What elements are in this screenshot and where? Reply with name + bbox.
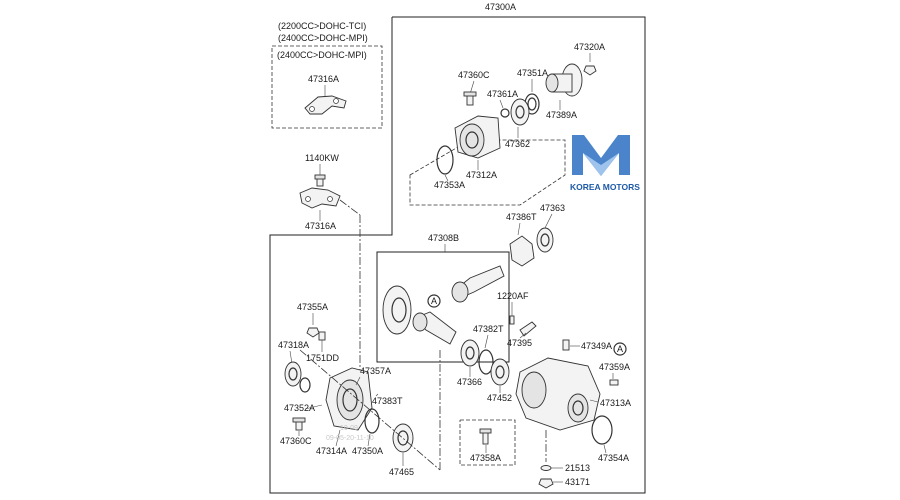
callout-a-gear-text: A — [431, 296, 437, 306]
label-47360c-top: 47360C — [458, 70, 490, 80]
gear-set-box — [376, 251, 510, 363]
callout-a-gear — [427, 294, 441, 308]
nut-47355a — [306, 327, 320, 338]
label-43171: 43171 — [565, 477, 590, 487]
bearing-47465 — [392, 423, 414, 453]
housing-47312a — [454, 115, 501, 159]
bolt-1140kw — [314, 174, 326, 187]
label-47354a: 47354A — [598, 453, 629, 463]
label-47314a: 47314A — [316, 446, 347, 456]
ring-gear — [382, 285, 412, 335]
shaft-part — [412, 311, 457, 345]
upper-housing-group: 47360C 47361A 47351A 47320A 47389A 47362 — [409, 42, 605, 206]
label-47357a: 47357A — [360, 366, 391, 376]
seal-47318a — [284, 361, 302, 387]
label-47360c: 47360C — [280, 436, 312, 446]
label-47353a: 47353A — [434, 180, 465, 190]
engine-note-1: (2200CC>DOHC-TCI) — [278, 21, 366, 31]
callout-a-case-text: A — [617, 344, 623, 354]
engine-note-3: (2400CC>DOHC-MPI) — [277, 50, 367, 60]
plate-47395 — [519, 321, 537, 337]
watermark-1: 10-09 — [340, 425, 358, 432]
label-47366: 47366 — [457, 377, 482, 387]
engine-note-2: (2400CC>DOHC-MPI) — [278, 33, 368, 43]
bracket-part-top — [304, 95, 347, 115]
label-47316a: 47316A — [305, 221, 336, 231]
seal-47366 — [460, 339, 480, 367]
bolt-47358a — [479, 428, 492, 445]
label-21513: 21513 — [565, 463, 590, 473]
bearing-47362 — [510, 98, 530, 126]
seal-47361a — [500, 108, 510, 118]
nut-47320a — [583, 65, 597, 76]
label-47465: 47465 — [389, 467, 414, 477]
bolt-47360c — [292, 417, 306, 431]
bolt-group-box — [459, 419, 516, 466]
label-47359a: 47359A — [599, 362, 630, 372]
plug-47359a — [609, 379, 619, 386]
label-47358a: 47358A — [470, 453, 501, 463]
label-47308b: 47308B — [428, 233, 459, 243]
shim-47386t — [509, 235, 535, 267]
pin-1751dd — [318, 331, 326, 341]
label-47389a: 47389A — [546, 110, 577, 120]
label-47363: 47363 — [540, 203, 565, 213]
oring-47354a — [591, 415, 613, 445]
label-1751dd: 1751DD — [306, 353, 340, 363]
washer-21513 — [540, 465, 552, 471]
label-47351a: 47351A — [517, 68, 548, 78]
label-47350a: 47350A — [352, 446, 383, 456]
label-47361a: 47361A — [487, 89, 518, 99]
korea-motors-logo: KOREA MOTORS — [570, 135, 640, 192]
bolt-47360c-top — [463, 91, 477, 106]
label-47395: 47395 — [507, 338, 532, 348]
label-47383t: 47383T — [372, 396, 403, 406]
label-47352a: 47352A — [284, 403, 315, 413]
label-47313a: 47313A — [600, 398, 631, 408]
label-47382t: 47382T — [473, 324, 504, 334]
label-1140kw: 1140KW — [305, 153, 339, 163]
bolt-1220af — [509, 315, 515, 325]
label-47318a: 47318A — [278, 340, 309, 350]
pinion-gear — [451, 265, 505, 303]
oring-small — [299, 377, 311, 393]
bearing-47363 — [536, 227, 554, 253]
label-47312a: 47312A — [466, 170, 497, 180]
label-47349a: 47349A — [581, 341, 612, 351]
nut-43171 — [538, 478, 554, 489]
watermark-2: 09-05-20-11-10 — [326, 435, 374, 442]
callout-a-case — [613, 342, 627, 356]
flange-47389a — [545, 63, 583, 97]
oring-47382t — [478, 349, 494, 375]
cover-47314a — [325, 367, 373, 431]
assembly-label: 47300A — [485, 2, 516, 12]
label-47320a: 47320A — [574, 42, 605, 52]
brand-name: KOREA MOTORS — [570, 182, 640, 192]
oring-47350a — [364, 408, 380, 434]
label-47362: 47362 — [505, 139, 530, 149]
assembly-frame — [269, 16, 646, 494]
label-47386t: 47386T — [506, 212, 537, 222]
bracket-part — [299, 187, 341, 209]
oring-47353a — [436, 145, 454, 175]
seal-47452 — [490, 358, 510, 386]
label-47355a: 47355A — [297, 302, 328, 312]
label-47452: 47452 — [487, 393, 512, 403]
label-1220af: 1220AF — [497, 291, 529, 301]
label-47316a-top: 47316A — [308, 74, 339, 84]
case-47313a — [515, 357, 601, 431]
plug-47349a — [562, 339, 570, 351]
variant-box — [271, 45, 383, 129]
